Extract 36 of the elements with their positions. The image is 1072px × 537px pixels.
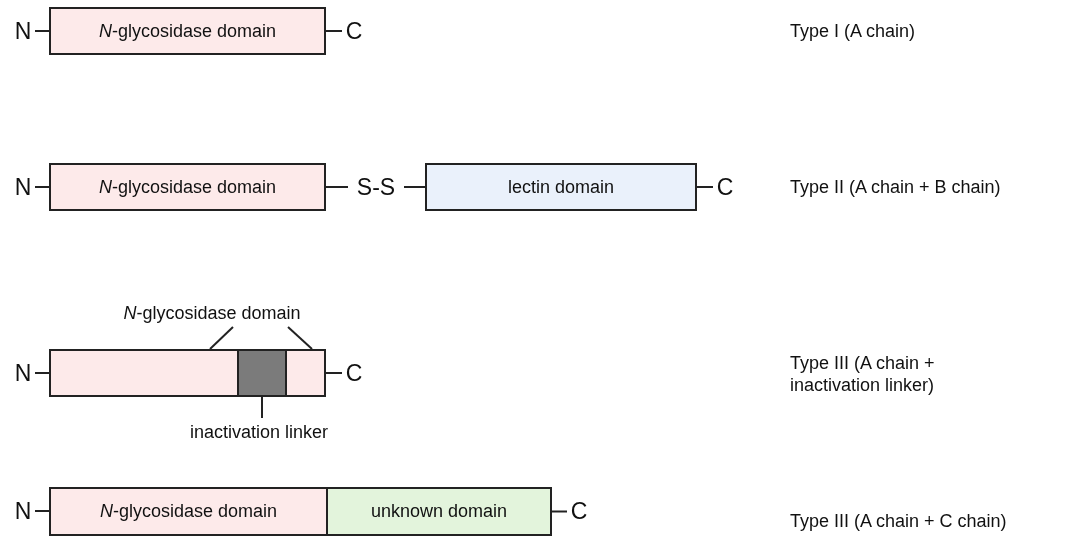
terminus-label: C [343, 14, 365, 48]
terminus-label: N [12, 494, 34, 528]
connector-line [696, 186, 714, 188]
terminus-label: N [12, 170, 34, 204]
connector-line [403, 186, 426, 188]
connector-line [34, 372, 50, 374]
type-label: Type III (A chain + inactivation linker) [790, 352, 936, 396]
terminus-label: C [568, 494, 590, 528]
domain-box: N-glycosidase domain [49, 487, 328, 536]
terminus-label: N [12, 14, 34, 48]
connector-line [34, 510, 50, 512]
connector-line [325, 186, 349, 188]
connector-line [34, 30, 50, 32]
domain-segment [285, 349, 326, 397]
domain-box: N-glycosidase domain [49, 163, 326, 211]
leader-line [287, 326, 313, 350]
type-label: Type III (A chain + C chain) [790, 510, 1008, 532]
terminus-label: N [12, 356, 34, 390]
domain-box: N-glycosidase domain [49, 7, 326, 55]
linker-segment [237, 349, 287, 397]
linker-label: inactivation linker [170, 419, 348, 445]
terminus-label: C [343, 356, 365, 390]
domain-label: N-glycosidase domain [110, 300, 314, 326]
connector-line [325, 30, 343, 32]
domain-box: lectin domain [425, 163, 697, 211]
domain-box: unknown domain [326, 487, 552, 536]
disulfide-bond-label: S-S [349, 170, 403, 204]
domain-segment [49, 349, 239, 397]
connector-line [325, 372, 343, 374]
leader-line [261, 396, 263, 419]
connector-line [551, 510, 568, 513]
terminus-label: C [714, 170, 736, 204]
type-label: Type I (A chain) [790, 20, 917, 42]
leader-line [209, 326, 234, 350]
type-label: Type II (A chain + B chain) [790, 176, 1002, 198]
connector-line [34, 186, 50, 188]
